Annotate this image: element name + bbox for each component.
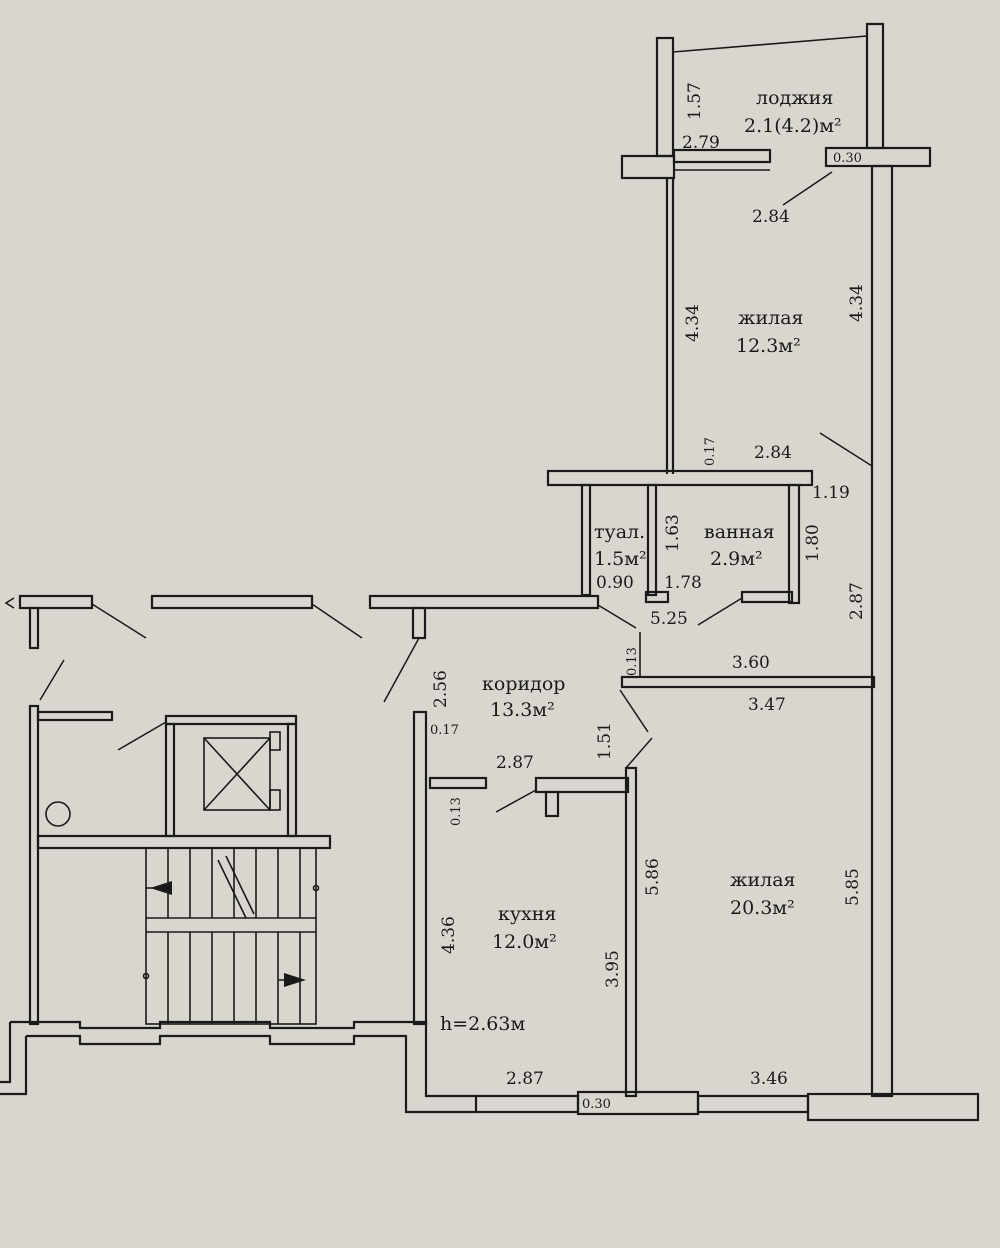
dim-top-room-width: 2.84 — [752, 207, 790, 227]
bathroom-name: ванная — [704, 521, 775, 543]
room-labels: лоджия 2.1(4.2)м² жилая 12.3м² туал. 1.5… — [440, 87, 842, 1035]
dim-bath-offset: 1.19 — [812, 483, 850, 503]
dim-living-left: 5.86 — [643, 858, 663, 896]
dim-corridor-left: 2.56 — [431, 670, 451, 708]
loggia-name: лоджия — [756, 87, 833, 109]
dim-corridor-017: 0.17 — [430, 723, 459, 738]
dim-bath-width: 1.78 — [664, 573, 702, 593]
stairwell — [4, 594, 363, 1026]
kitchen-area: 12.0м² — [492, 931, 557, 953]
outer-bottom-wall — [0, 1020, 980, 1122]
dim-toilet-height: 1.63 — [663, 514, 683, 552]
dim-loggia-depth: 1.57 — [685, 82, 705, 120]
dim-bottom-left: 2.87 — [506, 1069, 544, 1089]
top-living-name: жилая — [738, 307, 804, 329]
top-living-area: 12.3м² — [736, 335, 801, 357]
dim-bottom-right: 3.46 — [750, 1069, 788, 1089]
dim-right-wall: 2.87 — [847, 582, 867, 620]
dim-loggia-width: 2.79 — [682, 133, 720, 153]
dim-living-right: 5.85 — [843, 868, 863, 906]
dim-top-room-bottom: 2.84 — [754, 443, 792, 463]
dim-wall-top: 0.30 — [833, 151, 862, 166]
loggia-area: 2.1(4.2)м² — [744, 115, 842, 137]
dim-corridor-right-bottom: 3.47 — [748, 695, 786, 715]
dim-partition-013-kitchen: 0.13 — [449, 797, 464, 826]
ceiling-height: h=2.63м — [440, 1013, 525, 1035]
dim-partition-017: 0.17 — [703, 437, 718, 466]
dim-top-room-left: 4.34 — [683, 304, 703, 342]
dim-kitchen-top-width: 2.87 — [496, 753, 534, 773]
top-living-walls — [665, 164, 894, 1098]
corridor-walls — [368, 594, 876, 769]
bathroom-area: 2.9м² — [710, 548, 763, 570]
dim-wall-bottom: 0.30 — [582, 1097, 611, 1112]
corridor-name: коридор — [482, 673, 565, 695]
dim-corridor-door: 1.51 — [595, 722, 615, 760]
corridor-area: 13.3м² — [490, 699, 555, 721]
bottom-living-area: 20.3м² — [730, 897, 795, 919]
dimension-labels: 1.57 2.79 0.30 2.84 4.34 4.34 0.17 2.84 … — [430, 82, 867, 1112]
kitchen-walls — [412, 710, 638, 1098]
toilet-area: 1.5м² — [594, 548, 647, 570]
dim-toilet-width: 0.90 — [596, 573, 634, 593]
dim-kitchen-inner: 3.95 — [603, 950, 623, 988]
dim-corridor-length: 5.25 — [650, 609, 688, 629]
dim-bath-height: 1.80 — [803, 524, 823, 562]
toilet-name: туал. — [594, 521, 645, 543]
bottom-living-name: жилая — [730, 869, 796, 891]
dim-top-room-right: 4.34 — [847, 284, 867, 322]
dim-corridor-right-top: 3.60 — [732, 653, 770, 673]
dim-partition-013-top: 0.13 — [625, 647, 640, 676]
dim-kitchen-height: 4.36 — [439, 916, 459, 954]
kitchen-name: кухня — [498, 903, 556, 925]
